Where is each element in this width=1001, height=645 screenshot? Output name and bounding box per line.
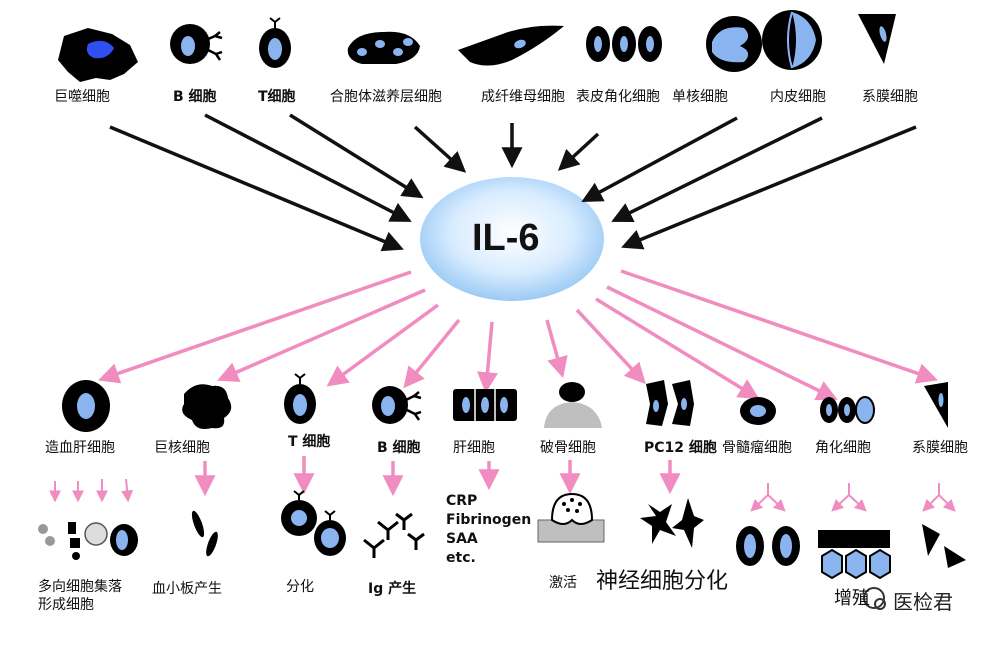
myeloma-cell-icon bbox=[740, 397, 776, 425]
label-b-cell-target: B 细胞 bbox=[377, 440, 421, 456]
megakaryocyte-icon bbox=[182, 384, 232, 429]
label-megakaryocyte: 巨核细胞 bbox=[154, 440, 210, 456]
pc12-cell-icon bbox=[646, 380, 694, 426]
il6-label: IL-6 bbox=[472, 217, 540, 259]
keratinocyte-target-icon bbox=[820, 396, 875, 424]
differentiated-t-cells-icon bbox=[281, 490, 346, 556]
arrow-macrophage bbox=[109, 125, 404, 252]
input-arrows bbox=[109, 113, 917, 252]
label-mesangial: 系膜细胞 bbox=[862, 89, 918, 105]
label-hepatocyte: 肝细胞 bbox=[453, 440, 495, 456]
monocyte-icon bbox=[706, 16, 762, 72]
arrow-to-myeloma bbox=[595, 297, 760, 400]
fibroblast-icon bbox=[458, 25, 564, 66]
t-cell-target-icon bbox=[284, 373, 316, 424]
label-syncytio: 合胞体滋养层细胞 bbox=[330, 89, 442, 105]
label-platelet: 血小板产生 bbox=[152, 581, 222, 597]
arrow-to-t-cell bbox=[326, 303, 440, 387]
label-fibroblast: 成纤维母细胞 bbox=[481, 89, 565, 105]
protein-etc: etc. bbox=[446, 550, 476, 566]
label-t-cell-target: T 细胞 bbox=[288, 434, 331, 450]
arrow-to-mesangial bbox=[620, 269, 938, 384]
b-cell-icon bbox=[170, 24, 223, 64]
arrow-to-pc12 bbox=[575, 308, 646, 385]
hematopoietic-cell-icon bbox=[62, 380, 110, 432]
label-keratinocyte: 表皮角化细胞 bbox=[576, 89, 660, 105]
arrow-mesangial bbox=[621, 125, 917, 250]
arrow-to-hepatocyte bbox=[477, 321, 498, 394]
label-neural: 神经细胞分化 bbox=[596, 569, 729, 594]
antibody-icon bbox=[363, 512, 425, 558]
osteoclast-icon bbox=[544, 382, 602, 428]
proliferating-keratinocytes-icon bbox=[818, 530, 891, 580]
label-colony-line1: 多向细胞集落 bbox=[38, 579, 122, 595]
protein-crp: CRP bbox=[446, 493, 478, 509]
protein-fibrinogen: Fibrinogen bbox=[446, 512, 532, 528]
colony-cells-icon bbox=[38, 522, 138, 560]
effect-arrows bbox=[194, 456, 681, 497]
mesangial-target-icon bbox=[924, 382, 948, 428]
label-keratinocyte-target: 角化细胞 bbox=[815, 440, 871, 456]
arrow-to-hematopoietic bbox=[98, 270, 412, 384]
arrow-keratinocyte bbox=[557, 132, 600, 171]
output-arrows bbox=[98, 269, 938, 401]
label-myeloma: 骨髓瘤细胞 bbox=[722, 440, 792, 456]
b-cell-target-icon bbox=[372, 386, 422, 424]
neuron-icon bbox=[640, 498, 704, 548]
label-t-cell: T细胞 bbox=[258, 89, 296, 105]
platelet-icon bbox=[191, 510, 218, 557]
hepatocyte-icon bbox=[453, 389, 517, 421]
label-endothelial: 内皮细胞 bbox=[770, 89, 826, 105]
small-pink-arrows bbox=[49, 478, 956, 512]
arrow-to-b-cell bbox=[403, 318, 461, 389]
endothelial-cell-icon bbox=[762, 10, 822, 70]
label-monocyte: 单核细胞 bbox=[672, 89, 728, 105]
label-osteoclast: 破骨细胞 bbox=[540, 440, 596, 456]
il6-ellipse bbox=[420, 177, 604, 301]
label-colony: 多向细胞集落 形成细胞 bbox=[38, 578, 122, 614]
keratinocyte-icon bbox=[586, 26, 662, 62]
label-differentiation: 分化 bbox=[286, 579, 314, 595]
label-activation: 激活 bbox=[549, 575, 577, 591]
label-hematopoietic: 造血肝细胞 bbox=[45, 440, 115, 456]
arrow-to-osteoclast bbox=[545, 319, 568, 379]
macrophage-icon bbox=[58, 28, 138, 82]
label-colony-line2: 形成细胞 bbox=[38, 597, 94, 613]
label-macrophage: 巨噬细胞 bbox=[54, 89, 110, 105]
arrow-t-cell bbox=[289, 113, 424, 199]
label-ig: Ig 产生 bbox=[368, 581, 417, 597]
protein-list: CRP Fibrinogen SAA etc. bbox=[446, 492, 531, 568]
bone-activation-icon bbox=[537, 492, 605, 543]
proliferating-mesangial-icon bbox=[922, 524, 966, 568]
mesangial-cell-icon bbox=[858, 14, 896, 64]
syncytiotrophoblast-icon bbox=[347, 31, 420, 64]
label-mesangial-target: 系膜细胞 bbox=[912, 440, 968, 456]
arrow-to-megakaryocyte bbox=[217, 288, 426, 382]
t-cell-icon bbox=[259, 17, 291, 68]
proliferating-myeloma-icon bbox=[736, 526, 800, 566]
arrow-to-keratinocyte bbox=[606, 285, 838, 401]
protein-saa: SAA bbox=[446, 531, 478, 547]
arrow-b-cell bbox=[204, 113, 412, 222]
label-pc12: PC12 细胞 bbox=[644, 440, 717, 456]
arrow-endothelial bbox=[611, 116, 823, 222]
watermark-icon bbox=[863, 587, 886, 610]
label-b-cell: B 细胞 bbox=[173, 89, 217, 105]
watermark-text: 医检君 bbox=[893, 590, 953, 614]
label-proliferation: 增殖 bbox=[834, 588, 870, 609]
arrow-monocyte bbox=[581, 116, 738, 202]
arrow-syncytio bbox=[413, 125, 467, 173]
